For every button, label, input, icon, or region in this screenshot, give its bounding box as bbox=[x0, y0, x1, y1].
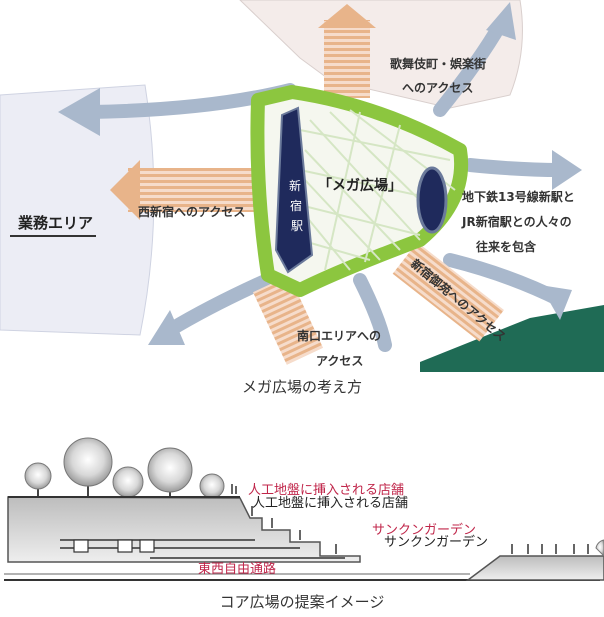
shop-box bbox=[139, 539, 155, 553]
label-east-west-road: 東西自由通路 bbox=[198, 561, 276, 577]
shop-box bbox=[73, 539, 89, 553]
tree bbox=[112, 466, 144, 498]
tree bbox=[24, 462, 52, 490]
caption-core-plaza-proposal: コア広場の提案イメージ bbox=[219, 593, 385, 611]
gyoen-green-area bbox=[420, 305, 604, 372]
tree bbox=[147, 447, 193, 493]
arrowhead-east bbox=[552, 150, 582, 190]
access-arrow-gyoen bbox=[392, 242, 504, 342]
mega-plaza-concept-diagram: 歌舞伎町・娯楽街 へのアクセス 業務エリア 西新宿へのアクセス 「メガ広場」 新… bbox=[0, 0, 604, 372]
label-south-exit-line1: 南口エリアへの bbox=[297, 328, 381, 343]
right-ramp bbox=[465, 555, 604, 581]
label-station-2: 宿 bbox=[290, 198, 302, 213]
caption-mega-plaza-concept: メガ広場の考え方 bbox=[241, 378, 362, 396]
label-nishi-shinjuku: 西新宿へのアクセス bbox=[138, 204, 245, 219]
access-arrow-kabukicho bbox=[318, 4, 376, 98]
label-sunken-black: サンクンガーデン bbox=[384, 534, 488, 550]
shop-box bbox=[117, 539, 133, 553]
flow-arrow-south bbox=[353, 273, 392, 352]
label-inserted-shops-black: 人工地盤に挿入される店舗 bbox=[252, 496, 408, 511]
label-business-area: 業務エリア bbox=[17, 214, 93, 232]
label-subway-line3: 往来を包含 bbox=[476, 239, 537, 254]
inserted-shops bbox=[73, 539, 155, 553]
subway-station-oval bbox=[416, 166, 448, 234]
shinjuku-station-shape bbox=[274, 106, 314, 274]
tree bbox=[199, 473, 225, 499]
core-plaza-section-diagram: 人工地盤に挿入される店舗 人工地盤に挿入される店舗 サンクンガーデン サンクンガ… bbox=[4, 437, 604, 581]
trees bbox=[24, 437, 225, 502]
label-subway-line2: JR新宿駅との人々の bbox=[461, 214, 572, 229]
label-kabukicho-line1: 歌舞伎町・娯楽街 bbox=[390, 56, 486, 71]
label-inserted-shops-red: 人工地盤に挿入される店舗 bbox=[248, 483, 404, 498]
label-south-exit-line2: アクセス bbox=[316, 354, 363, 368]
arrowhead-northeast bbox=[486, 2, 516, 40]
label-subway-line1: 地下鉄13号線新駅と bbox=[462, 189, 575, 204]
access-arrow-south-exit bbox=[252, 275, 324, 365]
access-arrows bbox=[110, 4, 504, 365]
arrowhead-southeast bbox=[540, 285, 572, 320]
kabukicho-area bbox=[239, 0, 523, 109]
people bbox=[231, 484, 589, 554]
right-edge-tree bbox=[595, 539, 604, 557]
flow-arrow-east bbox=[463, 158, 567, 177]
arrowhead-northwest bbox=[58, 88, 100, 136]
flow-arrowheads bbox=[58, 2, 582, 345]
label-kabukicho-line2: へのアクセス bbox=[402, 81, 473, 95]
arrowhead-southwest bbox=[148, 310, 185, 345]
artificial-ground-deck bbox=[7, 496, 361, 563]
label-mega-plaza: 「メガ広場」 bbox=[318, 177, 402, 194]
label-station-1: 新 bbox=[289, 178, 301, 193]
label-sunken-red: サンクンガーデン bbox=[372, 522, 476, 538]
label-station-3: 駅 bbox=[291, 219, 303, 233]
tree bbox=[63, 437, 113, 487]
